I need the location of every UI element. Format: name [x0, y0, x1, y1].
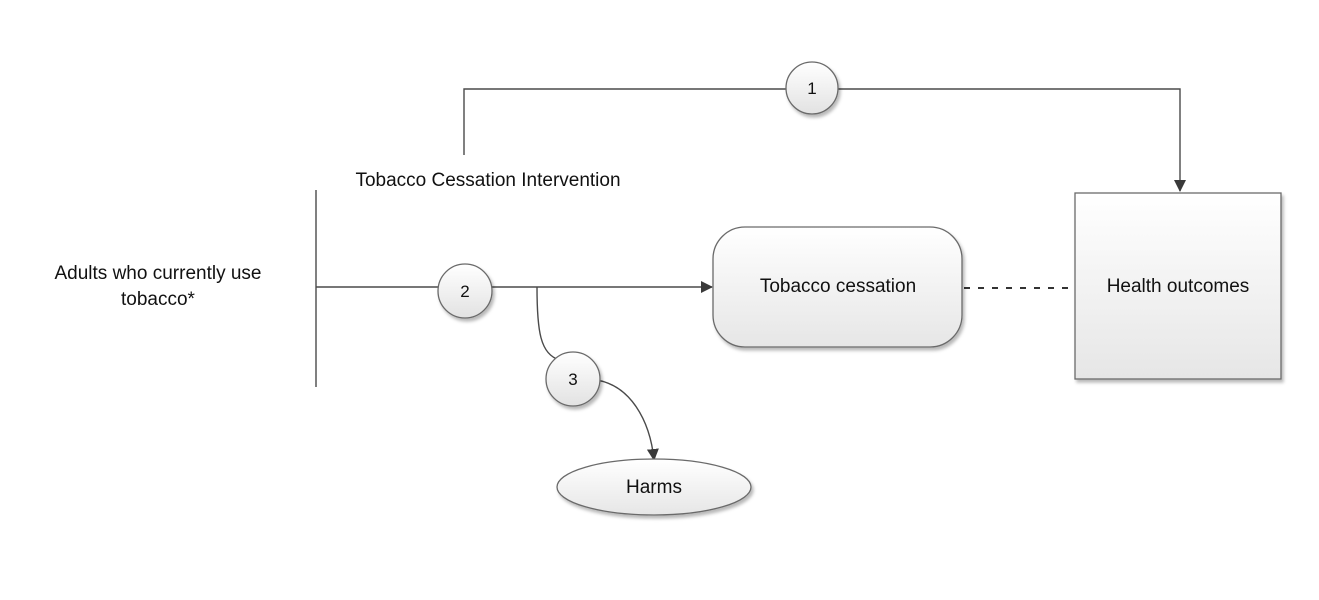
kq3-number: 3 [568, 370, 577, 389]
health-outcomes-box: Health outcomes [1074, 192, 1282, 380]
kq2-number: 2 [460, 282, 469, 301]
kq1-circle: 1 [785, 61, 839, 115]
kq2-circle: 2 [437, 263, 493, 319]
kq3-circle: 3 [545, 351, 601, 407]
population-label-line2: tobacco* [121, 289, 196, 310]
health-outcomes-label: Health outcomes [1107, 276, 1250, 297]
harms-label: Harms [626, 477, 682, 498]
population-label-line1: Adults who currently use [55, 263, 262, 284]
intervention-label: Tobacco Cessation Intervention [355, 170, 620, 191]
tobacco-cessation-box: Tobacco cessation [712, 226, 963, 348]
harms-ellipse: Harms [556, 458, 752, 516]
kq3-harms-path [595, 379, 659, 461]
tobacco-cessation-label: Tobacco cessation [760, 276, 916, 297]
kq3-branch-path [536, 286, 561, 361]
kq1-number: 1 [807, 79, 816, 98]
